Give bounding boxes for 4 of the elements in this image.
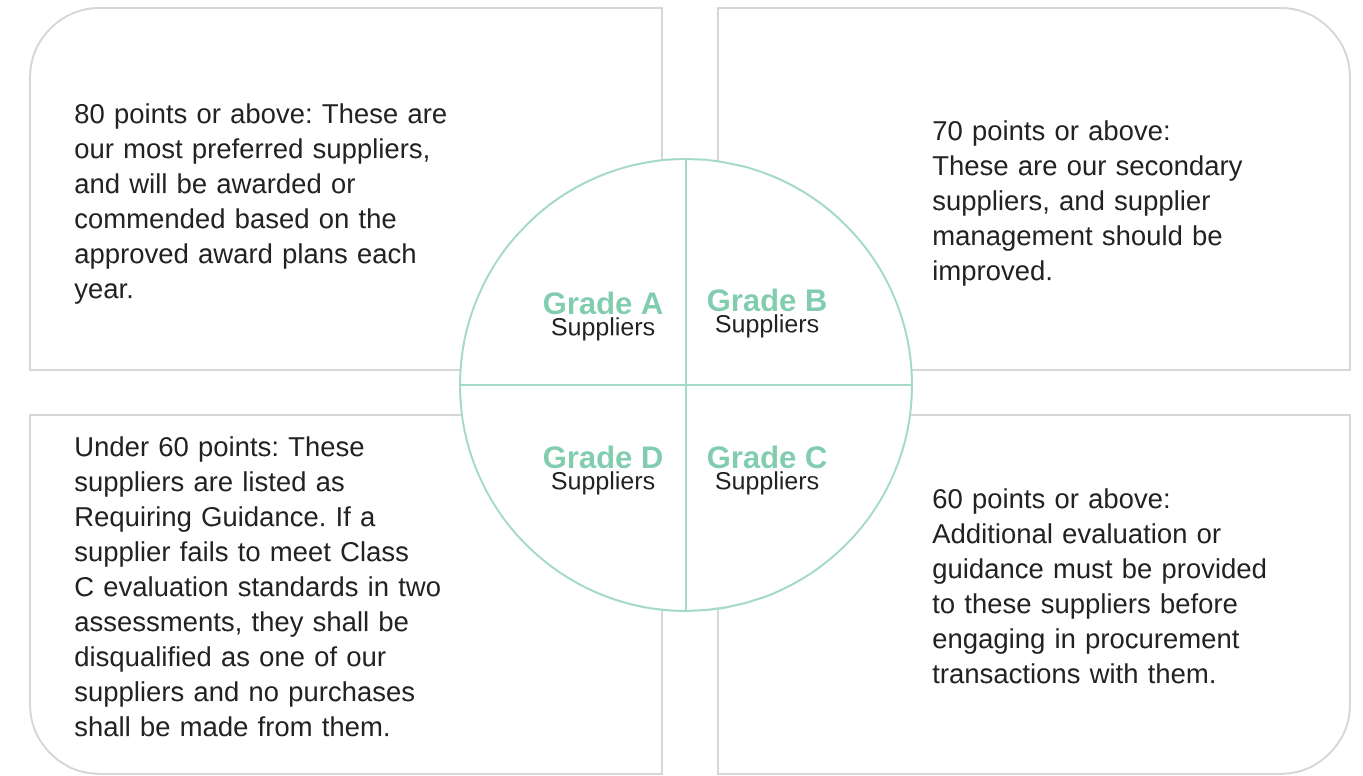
- grade-label: Grade D Suppliers: [544, 445, 662, 495]
- quadrant-circle: [459, 158, 913, 612]
- grade-label: Grade B Suppliers: [708, 288, 826, 338]
- grade-label: Grade A Suppliers: [544, 291, 663, 341]
